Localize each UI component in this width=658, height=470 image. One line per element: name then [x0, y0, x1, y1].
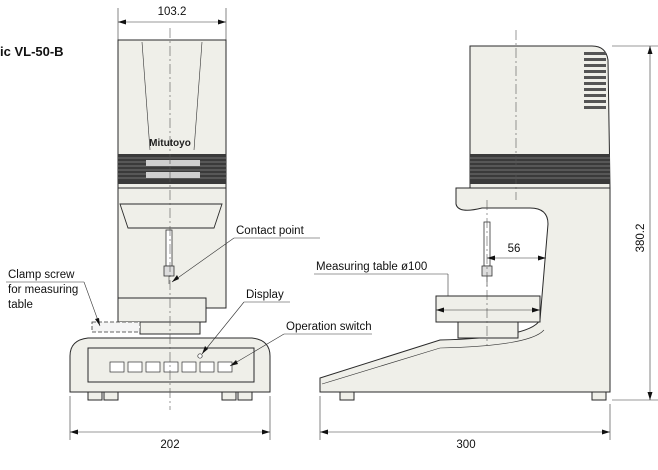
side-column-housing	[469, 45, 611, 189]
clamp-screw	[91, 321, 141, 333]
total-height-value: 380.2	[635, 224, 647, 253]
front-head-window	[119, 203, 223, 229]
front-view: 103.2 Mitutoyo	[6, 6, 372, 451]
front-base-width-value: 202	[160, 439, 179, 451]
contact-point-label: Contact point	[236, 225, 305, 237]
side-vent-slots	[584, 52, 606, 109]
front-key-pad	[109, 353, 233, 373]
side-vent-band	[470, 154, 610, 184]
side-view: 56 Measuring table ø100 300 3	[314, 30, 658, 451]
display-label: Display	[246, 289, 284, 301]
stylus-offset-value: 56	[508, 243, 521, 255]
side-measuring-table	[435, 295, 541, 323]
total-height-dimension: 380.2	[612, 45, 658, 401]
side-base-width-dimension: 300	[319, 396, 611, 451]
clamp-screw-label-3: table	[8, 299, 33, 311]
measuring-table-callout: Measuring table ø100	[314, 261, 540, 313]
display-indicator	[197, 353, 203, 359]
operation-switch-label: Operation switch	[286, 321, 372, 333]
side-base-contour	[321, 329, 545, 385]
front-stylus	[163, 229, 175, 284]
model-title: ic VL-50-B	[0, 44, 64, 59]
side-frame-body	[319, 187, 611, 393]
stylus-offset-dimension: 56	[487, 243, 546, 261]
front-feet	[87, 391, 253, 401]
front-top-width-dimension: 103.2	[117, 6, 227, 40]
side-feet	[339, 391, 607, 401]
clamp-screw-label-1: Clamp screw	[8, 269, 75, 281]
clamp-screw-callout: Clamp screw for measuring table	[6, 269, 101, 327]
display-callout: Display	[201, 289, 290, 355]
measuring-table-label: Measuring table ø100	[316, 261, 427, 273]
side-table-post	[457, 321, 519, 339]
front-top-width-value: 103.2	[158, 6, 187, 18]
contact-point-callout: Contact point	[171, 225, 320, 283]
front-measuring-table	[117, 297, 207, 323]
clamp-screw-label-2: for measuring	[8, 284, 78, 296]
front-base-width-dimension: 202	[69, 396, 271, 451]
operation-switch-callout: Operation switch	[229, 321, 372, 367]
front-vent-band	[118, 154, 226, 184]
side-base-width-value: 300	[456, 439, 475, 451]
